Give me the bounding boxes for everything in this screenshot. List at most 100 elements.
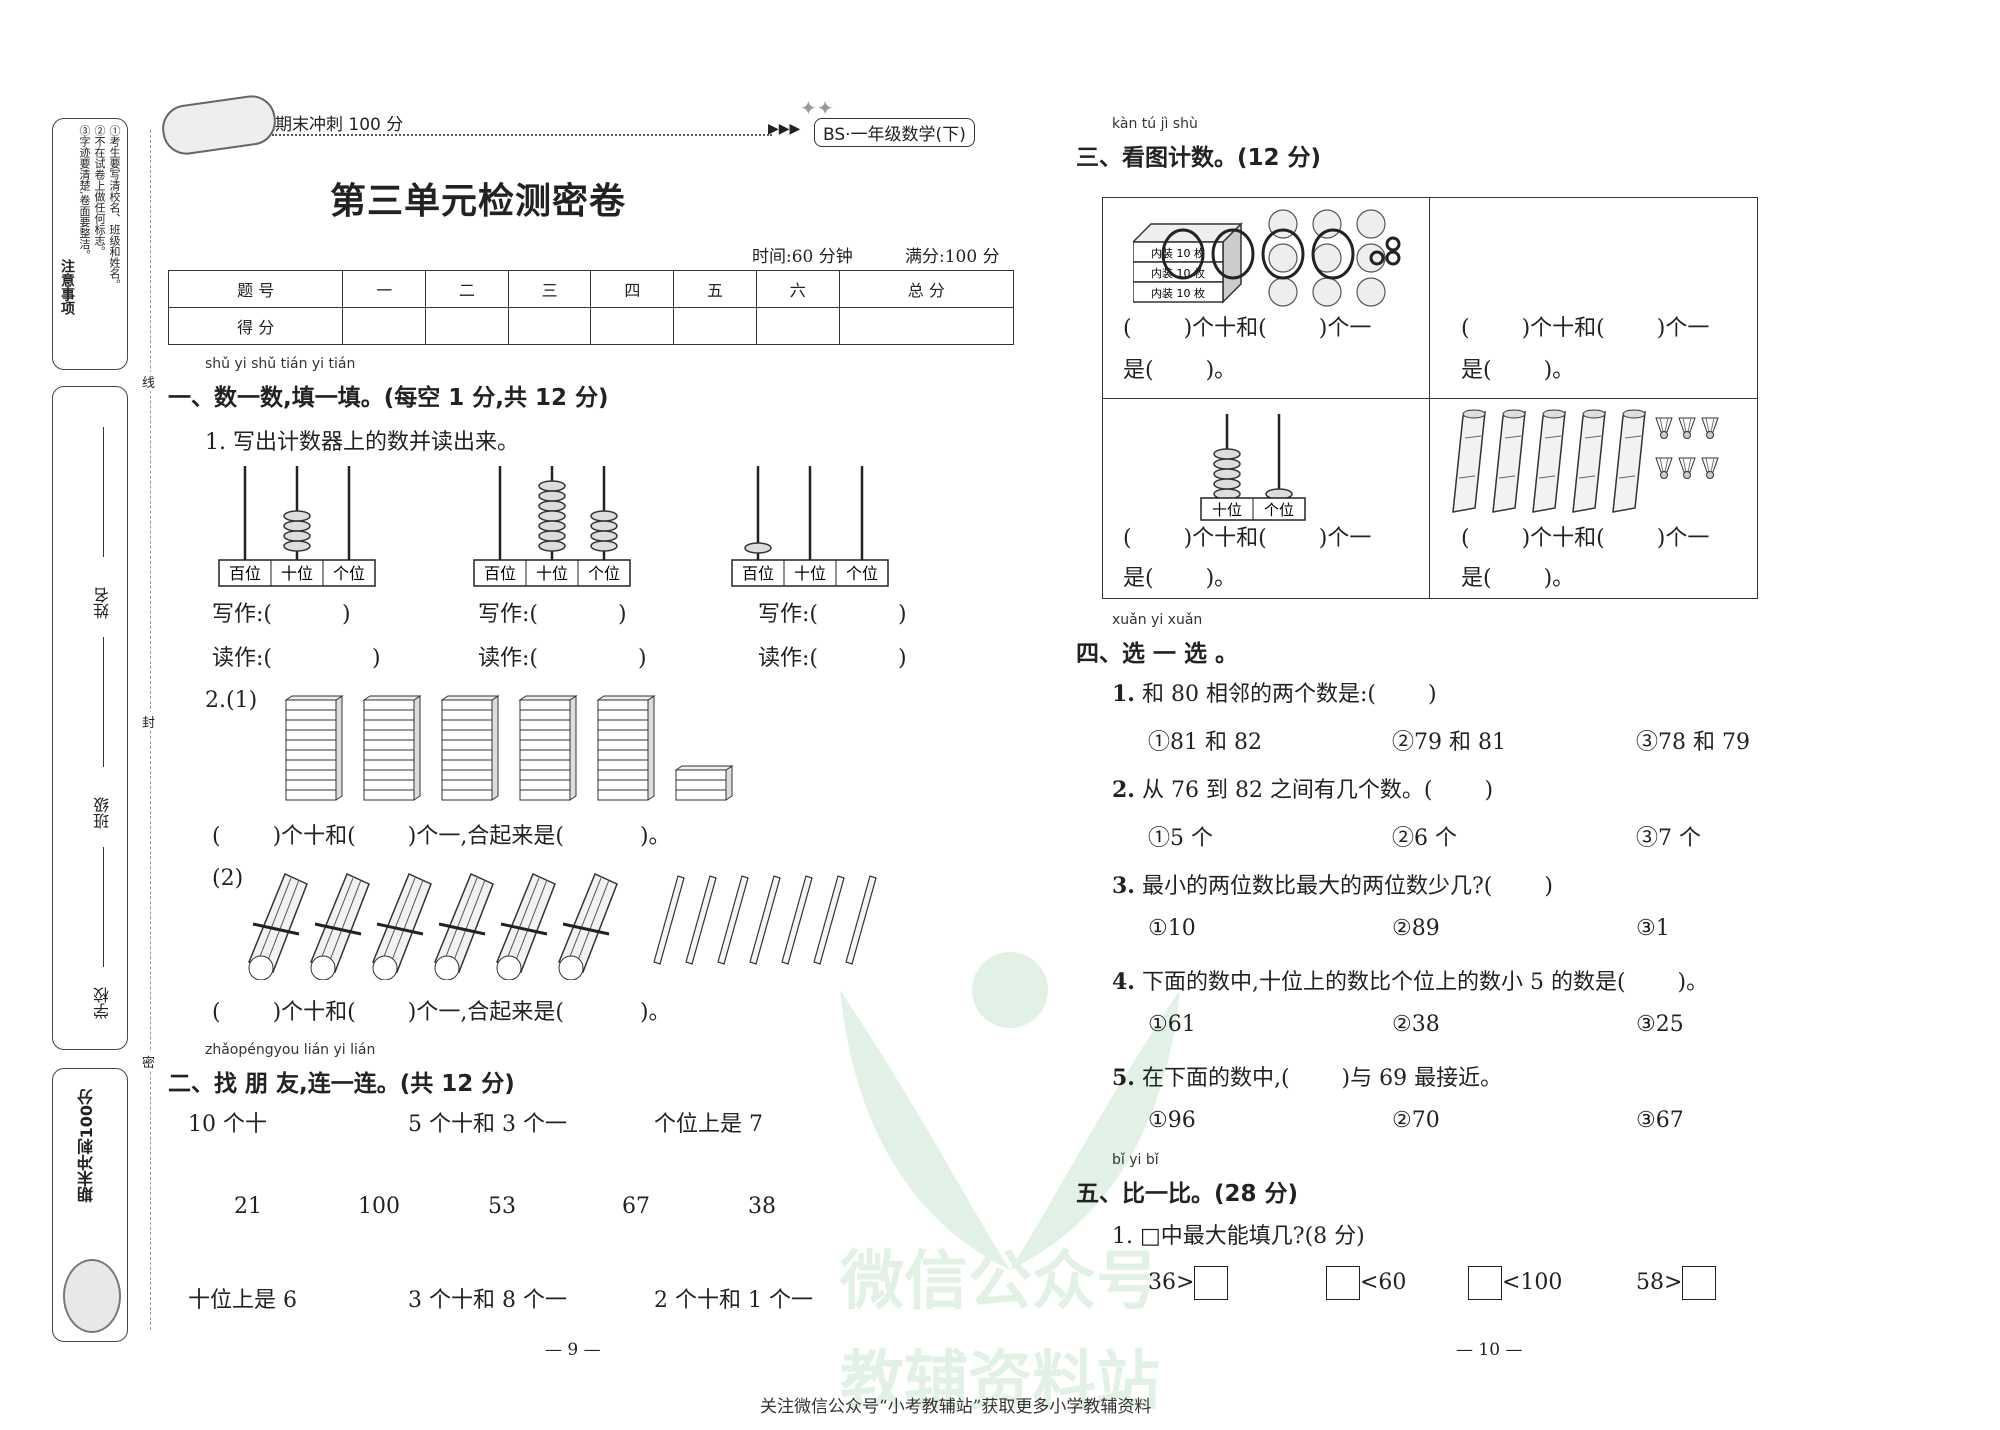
- fill-sentence-q2-1[interactable]: ()个十和()个一,合起来是()。: [212, 818, 671, 850]
- count-line1[interactable]: ()个十和()个一: [1123, 310, 1371, 342]
- choice-option[interactable]: ②79 和 81: [1392, 730, 1506, 755]
- question-end: )与 69 最接近。: [1341, 1066, 1503, 1091]
- match-middle-item[interactable]: 38: [748, 1194, 776, 1219]
- choice-option[interactable]: ①96: [1148, 1108, 1196, 1133]
- choice-question[interactable]: 4. 下面的数中,十位上的数比个位上的数小 5 的数是()。: [1112, 964, 1708, 996]
- match-top-item[interactable]: 个位上是 7: [654, 1112, 763, 1137]
- match-middle-item[interactable]: 67: [622, 1194, 650, 1219]
- page-number-right: — 10 —: [1456, 1340, 1523, 1360]
- student-info-box: 姓名 班级 学校: [52, 386, 128, 1050]
- choice-question[interactable]: 3. 最小的两位数比最大的两位数少几?(): [1112, 868, 1553, 900]
- shuttlecock-tubes: [1452, 409, 1719, 513]
- choice-option[interactable]: ③1: [1636, 916, 1670, 941]
- score-cell[interactable]: [838, 307, 1015, 345]
- answer-box[interactable]: [1326, 1266, 1360, 1300]
- count-line1[interactable]: ()个十和()个一: [1461, 310, 1709, 342]
- sentence-part: )个十和(: [1521, 526, 1605, 551]
- watermark-leaf-icon: [840, 952, 1180, 1270]
- count-line2[interactable]: 是( )。: [1461, 560, 1574, 592]
- choice-option[interactable]: ②70: [1392, 1108, 1440, 1133]
- notice-box: 注意事项 ①考生要写清校名、班级和姓名。 ②不在试卷上做任何标志。 ③字迹要清楚…: [52, 118, 128, 370]
- choice-option[interactable]: ②6 个: [1392, 826, 1457, 851]
- seal-char: 密: [142, 1052, 156, 1071]
- match-middle-item[interactable]: 100: [358, 1194, 400, 1219]
- choice-question[interactable]: 5. 在下面的数中,()与 69 最接近。: [1112, 1060, 1502, 1092]
- count-line2[interactable]: 是()。: [1123, 560, 1236, 592]
- match-middle-item[interactable]: 21: [234, 1194, 262, 1219]
- section1-title: 一、数一数,填一填。(每空 1 分,共 12 分): [168, 385, 609, 411]
- choice-option[interactable]: ②89: [1392, 916, 1440, 941]
- match-middle-item[interactable]: 53: [488, 1194, 516, 1219]
- place-label: 个位: [588, 564, 620, 583]
- sentence-part: )个一: [1318, 316, 1372, 341]
- sentence-end: )。: [1205, 358, 1237, 383]
- score-cell[interactable]: [342, 307, 427, 345]
- count-line1[interactable]: ()个十和()个一: [1123, 520, 1371, 552]
- choice-option[interactable]: ③25: [1636, 1012, 1684, 1037]
- choice-option[interactable]: ①5 个: [1148, 826, 1213, 851]
- compare-item[interactable]: <60: [1326, 1266, 1406, 1300]
- fill-sentence-q2-2[interactable]: ()个十和()个一,合起来是()。: [212, 994, 671, 1026]
- close-paren: ): [342, 602, 351, 627]
- answer-box[interactable]: [1682, 1266, 1717, 1300]
- sentence-part: )个一,合起来是(: [407, 824, 564, 849]
- answer-box[interactable]: [1468, 1266, 1502, 1300]
- place-label: 个位: [846, 564, 878, 583]
- count-line2[interactable]: 是()。: [1461, 352, 1574, 384]
- choice-question[interactable]: 2. 从 76 到 82 之间有几个数。(): [1112, 772, 1493, 804]
- compare-left: 36>: [1148, 1270, 1195, 1295]
- read-answer-1[interactable]: 读作:(): [212, 640, 381, 672]
- choice-option[interactable]: ③78 和 79: [1636, 730, 1750, 755]
- score-cell[interactable]: [425, 307, 509, 345]
- choice-option[interactable]: ②38: [1392, 1012, 1440, 1037]
- notice-title: 注意事项: [59, 259, 75, 315]
- compare-right: <100: [1502, 1270, 1563, 1295]
- count-line1[interactable]: ()个十和()个一: [1461, 520, 1709, 552]
- header-dotted-line: [272, 134, 772, 136]
- compare-item[interactable]: <100: [1468, 1266, 1562, 1300]
- match-top-item[interactable]: 10 个十: [188, 1112, 267, 1137]
- read-answer-2[interactable]: 读作:(): [478, 640, 647, 672]
- write-answer-3[interactable]: 写作:(): [758, 596, 907, 628]
- match-bottom-item[interactable]: 3 个十和 8 个一: [408, 1288, 567, 1313]
- match-bottom-item[interactable]: 2 个十和 1 个一: [654, 1288, 813, 1313]
- score-table-header: 一: [342, 270, 427, 308]
- compare-item[interactable]: 58>: [1636, 1266, 1717, 1300]
- choice-option[interactable]: ①81 和 82: [1148, 730, 1262, 755]
- notice-item: ①考生要写清校名、班级和姓名。: [108, 125, 121, 290]
- section1-q1: 1. 写出计数器上的数并读出来。: [205, 430, 519, 455]
- choice-option[interactable]: ③7 个: [1636, 826, 1701, 851]
- score-cell[interactable]: [755, 307, 840, 345]
- exam-time: 时间:60 分钟: [752, 247, 853, 267]
- paren-open: (: [212, 1000, 221, 1025]
- choice-question[interactable]: 1. 和 80 相邻的两个数是:(): [1112, 676, 1437, 708]
- sentence-part: )个十和(: [1183, 526, 1267, 551]
- compare-item[interactable]: 36>: [1148, 1266, 1229, 1300]
- score-table-header: 总 分: [838, 270, 1015, 308]
- section3-title: 三、看图计数。(12 分): [1076, 145, 1322, 171]
- write-label: 写作:(: [758, 602, 818, 627]
- question-end: ): [1544, 874, 1553, 899]
- score-cell[interactable]: [507, 307, 592, 345]
- sidebar: 注意事项 ①考生要写清校名、班级和姓名。 ②不在试卷上做任何标志。 ③字迹要清楚…: [52, 118, 130, 1342]
- close-paren: ): [618, 602, 627, 627]
- exam-title: 第三单元检测密卷: [330, 180, 627, 222]
- seal-char: 封: [142, 712, 156, 731]
- choice-option[interactable]: ①10: [1148, 916, 1196, 941]
- write-answer-1[interactable]: 写作:(): [212, 596, 351, 628]
- choice-option[interactable]: ③67: [1636, 1108, 1684, 1133]
- answer-box[interactable]: [1194, 1266, 1229, 1300]
- question-text: 从 76 到 82 之间有几个数。(: [1141, 778, 1433, 803]
- score-cell[interactable]: [673, 307, 757, 345]
- sentence-end: )。: [1543, 566, 1575, 591]
- grid-h-divider: [1103, 398, 1757, 399]
- score-table-header: 三: [507, 270, 592, 308]
- match-top-item[interactable]: 5 个十和 3 个一: [408, 1112, 567, 1137]
- count-line2[interactable]: 是()。: [1123, 352, 1236, 384]
- score-cell[interactable]: [590, 307, 675, 345]
- write-answer-2[interactable]: 写作:(): [478, 596, 627, 628]
- read-answer-3[interactable]: 读作:(): [758, 640, 907, 672]
- match-bottom-item[interactable]: 十位上是 6: [188, 1288, 297, 1313]
- sentence-part: 是(: [1461, 566, 1492, 591]
- choice-option[interactable]: ①61: [1148, 1012, 1196, 1037]
